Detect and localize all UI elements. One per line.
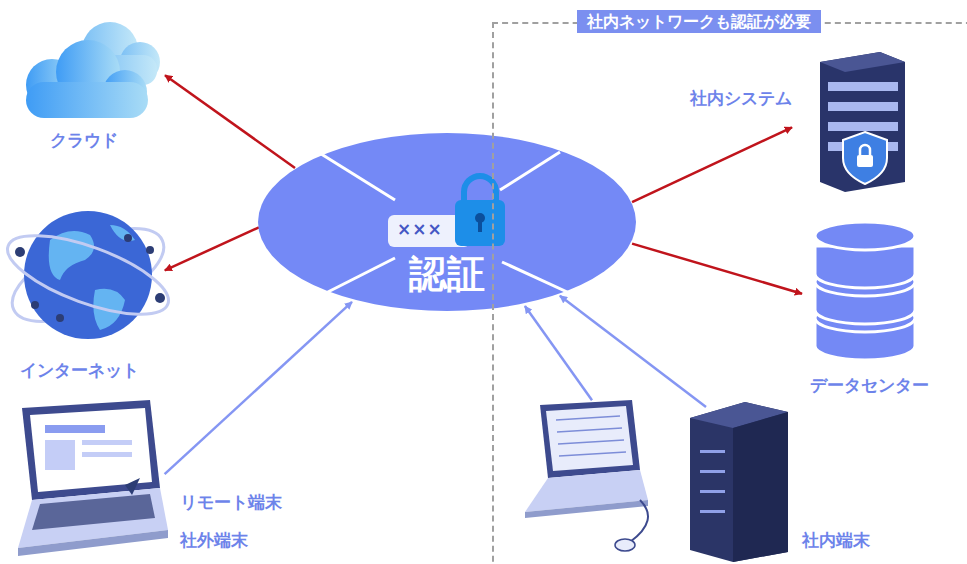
server-icon	[820, 52, 905, 192]
internal-network-region: 社内ネットワークも認証が必要社内システムデータセンター社内端末	[492, 22, 967, 564]
cloud-icon	[26, 22, 160, 118]
arrow-connector	[165, 227, 259, 270]
internal-system-node: 社内システム	[682, 52, 932, 197]
node-label: 社外端末	[180, 530, 248, 550]
client-laptop-icon	[525, 400, 648, 551]
laptop-icon	[18, 400, 168, 556]
tower-server-icon	[690, 402, 788, 562]
auth-ellipse: 認証	[257, 132, 637, 312]
node-label: 社内端末	[802, 530, 870, 550]
arrow-connector	[165, 75, 295, 168]
globe-icon	[0, 210, 177, 341]
arrow-connector	[632, 244, 802, 294]
node-label: リモート端末	[180, 492, 282, 512]
database-icon	[815, 222, 915, 360]
node-label: クラウド	[50, 130, 118, 150]
cloud-node: クラウド	[10, 15, 165, 155]
node-label: インターネット	[20, 360, 139, 380]
password-mask: ×××	[397, 219, 443, 239]
internet-node: インターネット	[5, 200, 175, 385]
node-label: 社内システム	[690, 88, 792, 108]
arrow-connector	[165, 302, 352, 474]
datacenter-node: データセンター	[802, 212, 962, 402]
arrow-connector	[632, 127, 792, 202]
node-label: 認証	[409, 252, 485, 298]
node-label: データセンター	[810, 375, 929, 395]
arrow-connector	[525, 306, 592, 400]
remote-device-node: リモート端末社外端末	[5, 395, 290, 560]
internal-device-node: 社内端末	[522, 397, 922, 562]
arrow-connector	[560, 296, 706, 407]
region-title: 社内ネットワークも認証が必要	[577, 10, 821, 33]
